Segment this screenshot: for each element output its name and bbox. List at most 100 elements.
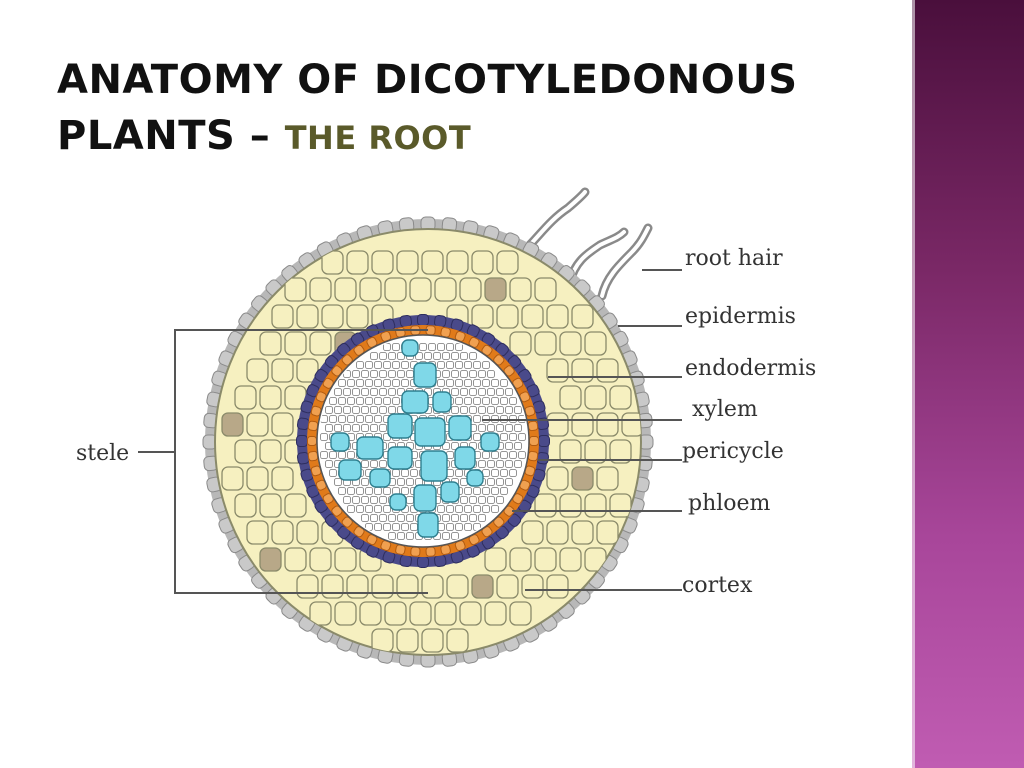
- label-epidermis: epidermis: [685, 304, 796, 329]
- cortex-cell: [509, 601, 532, 626]
- phloem-cell: [518, 433, 526, 441]
- cortex-cell: [596, 358, 619, 383]
- pericycle-cell: [307, 436, 317, 446]
- phloem-cell: [356, 379, 364, 387]
- phloem-cell: [397, 370, 405, 378]
- phloem-cell: [464, 379, 472, 387]
- phloem-cell: [406, 532, 414, 540]
- phloem-cell: [334, 406, 342, 414]
- cortex-cell: [521, 574, 544, 599]
- cortex-cell: [571, 466, 594, 491]
- phloem-cell: [374, 379, 382, 387]
- phloem-cell: [482, 379, 490, 387]
- phloem-cell: [352, 424, 360, 432]
- phloem-cell: [361, 460, 369, 468]
- phloem-cell: [487, 460, 495, 468]
- phloem-cell: [379, 406, 387, 414]
- phloem-cell: [347, 415, 355, 423]
- cortex-cell: [484, 277, 507, 302]
- phloem-cell: [514, 460, 522, 468]
- phloem-cell: [446, 523, 454, 531]
- phloem-cell: [491, 397, 499, 405]
- cortex-cell: [296, 520, 319, 545]
- phloem-cell: [428, 343, 436, 351]
- cortex-cell: [346, 250, 369, 275]
- xylem-vessel: [330, 432, 350, 452]
- cortex-cell: [496, 304, 519, 329]
- phloem-cell: [347, 397, 355, 405]
- cortex-cell: [471, 250, 494, 275]
- phloem-cell: [482, 397, 490, 405]
- title-main: ANATOMY OF DICOTYLEDONOUS PLANTS –: [57, 57, 798, 159]
- phloem-cell: [482, 487, 490, 495]
- phloem-cell: [451, 514, 459, 522]
- phloem-cell: [491, 505, 499, 513]
- phloem-cell: [388, 514, 396, 522]
- cortex-cell: [246, 412, 269, 437]
- phloem-cell: [383, 361, 391, 369]
- phloem-cell: [329, 397, 337, 405]
- pericycle-cell: [307, 450, 319, 462]
- phloem-cell: [352, 496, 360, 504]
- cortex-cell: [321, 304, 344, 329]
- label-cortex: cortex: [682, 573, 753, 598]
- phloem-cell: [329, 415, 337, 423]
- label-pericycle: pericycle: [682, 439, 784, 464]
- cortex-cell: [521, 304, 544, 329]
- phloem-cell: [397, 478, 405, 486]
- phloem-cell: [451, 352, 459, 360]
- phloem-cell: [464, 397, 472, 405]
- title-subtitle: THE ROOT: [284, 119, 472, 157]
- cortex-cell: [296, 574, 319, 599]
- phloem-cell: [478, 460, 486, 468]
- cortex-cell: [584, 331, 607, 356]
- phloem-cell: [392, 469, 400, 477]
- phloem-cell: [505, 406, 513, 414]
- pericycle-cell: [410, 546, 421, 557]
- phloem-cell: [401, 361, 409, 369]
- cortex-cell: [571, 412, 594, 437]
- cortex-cell: [534, 277, 557, 302]
- cortex-cell: [321, 574, 344, 599]
- phloem-cell: [397, 352, 405, 360]
- phloem-cell: [487, 478, 495, 486]
- endodermis-cell: [433, 314, 447, 328]
- phloem-cell: [446, 379, 454, 387]
- phloem-cell: [370, 460, 378, 468]
- phloem-cell: [365, 379, 373, 387]
- phloem-cell: [365, 487, 373, 495]
- phloem-cell: [473, 397, 481, 405]
- phloem-cell: [442, 370, 450, 378]
- cortex-cell: [546, 520, 569, 545]
- phloem-cell: [370, 424, 378, 432]
- phloem-cell: [329, 469, 337, 477]
- cortex-cell: [259, 331, 282, 356]
- xylem-vessel: [413, 484, 437, 512]
- phloem-cell: [460, 496, 468, 504]
- phloem-cell: [460, 388, 468, 396]
- phloem-cell: [473, 487, 481, 495]
- cortex-cell: [334, 277, 357, 302]
- xylem-vessel: [454, 446, 476, 470]
- phloem-cell: [347, 505, 355, 513]
- phloem-cell: [437, 343, 445, 351]
- cortex-cell: [559, 439, 582, 464]
- phloem-cell: [496, 424, 504, 432]
- cortex-cell: [621, 412, 641, 437]
- phloem-cell: [410, 523, 418, 531]
- phloem-cell: [505, 388, 513, 396]
- phloem-cell: [500, 397, 508, 405]
- xylem-vessel: [338, 459, 362, 481]
- phloem-cell: [509, 469, 517, 477]
- phloem-cell: [442, 442, 450, 450]
- phloem-cell: [343, 496, 351, 504]
- phloem-cell: [460, 352, 468, 360]
- cortex-cell: [596, 520, 619, 545]
- phloem-cell: [343, 424, 351, 432]
- cortex-cell: [484, 601, 507, 626]
- phloem-cell: [338, 487, 346, 495]
- pericycle-cell: [527, 450, 539, 462]
- phloem-cell: [455, 397, 463, 405]
- endodermis-cell: [417, 314, 429, 326]
- phloem-cell: [392, 343, 400, 351]
